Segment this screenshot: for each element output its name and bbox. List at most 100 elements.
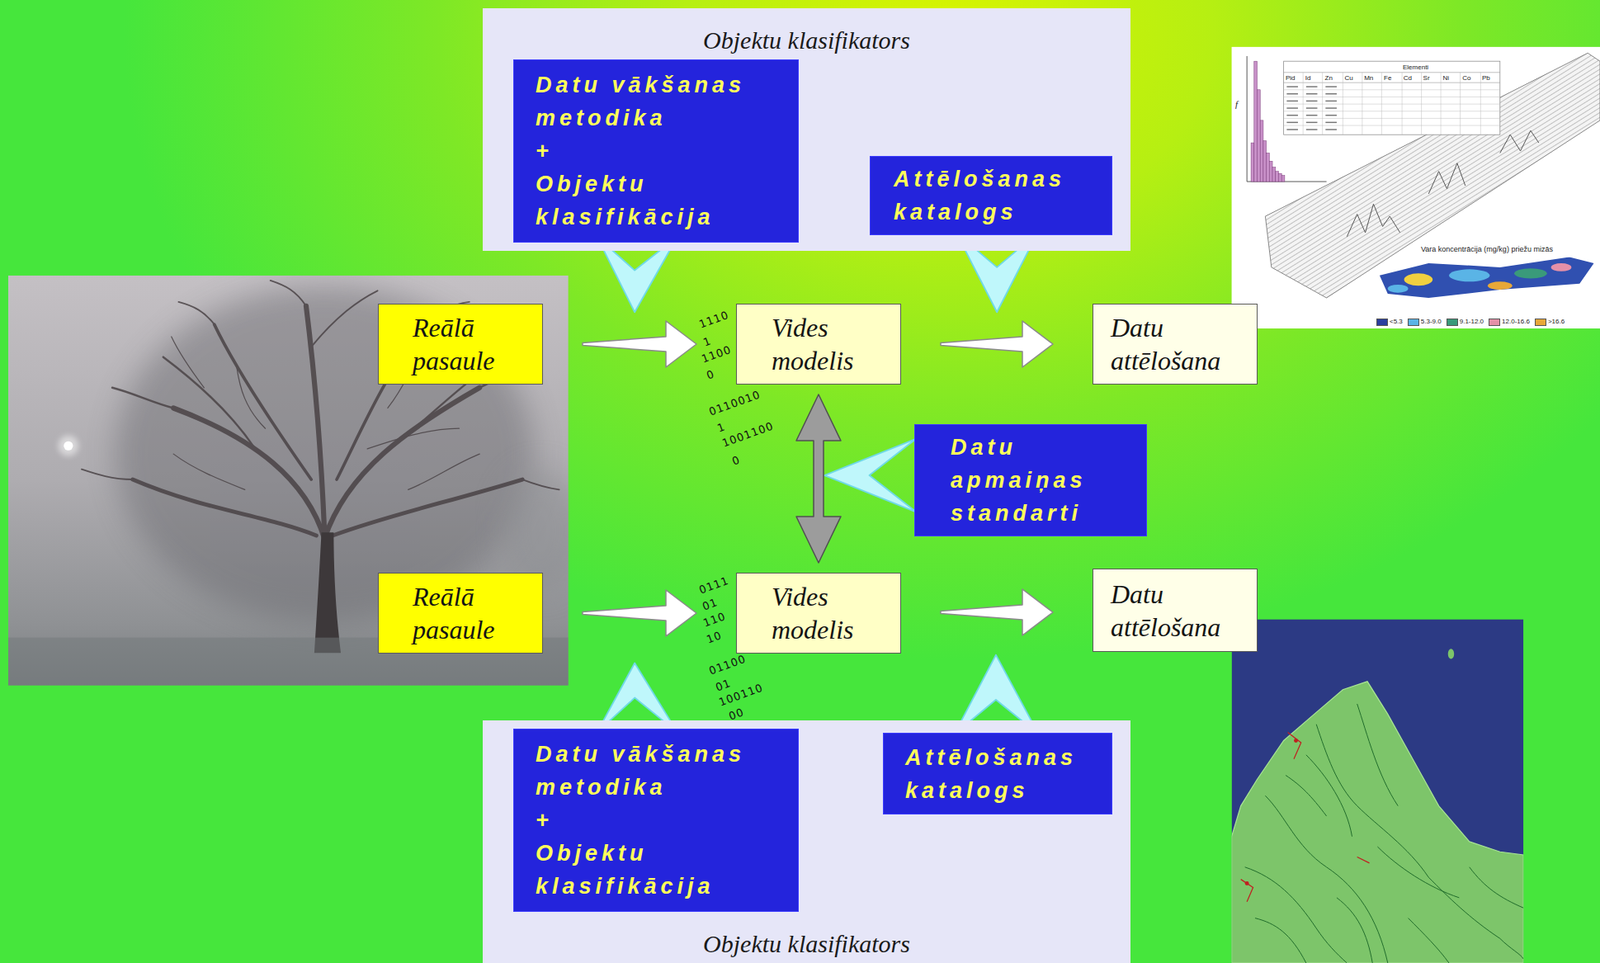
chart-image	[1254, 61, 1258, 182]
legend-item: 12.0-16.6	[1488, 317, 1530, 326]
chart-label: Elementi	[1402, 63, 1429, 72]
chart-image	[1278, 173, 1282, 182]
chart-label: Cu	[1344, 74, 1353, 83]
box-text: Objektu klasifikācija	[535, 167, 792, 234]
classifier-panel: Objektu klasifikatorsDatu vākšanas metod…	[482, 720, 1131, 963]
chart-image	[1306, 114, 1318, 116]
chart-label: Cd	[1403, 74, 1412, 83]
chart-image	[1325, 128, 1337, 130]
chart-image	[1283, 103, 1501, 105]
legend-swatch	[1407, 318, 1420, 326]
chart-label: Sr	[1423, 74, 1431, 83]
chart-image	[1306, 128, 1318, 130]
chart-image	[1381, 72, 1383, 135]
fog-tree-photo	[214, 324, 312, 480]
box-text: Attēlošanas katalogs	[905, 741, 1107, 808]
chart-image	[1257, 89, 1261, 182]
chart-image	[1551, 263, 1572, 272]
chart-image	[1286, 114, 1298, 116]
legend-text: 12.0-16.6	[1501, 317, 1530, 326]
fog-tree-photo	[306, 306, 325, 533]
box-text: Reālā pasaule	[412, 580, 538, 647]
legend-item: 5.3-9.0	[1407, 317, 1442, 326]
binary-digits: 110	[701, 609, 728, 631]
panel-title: Objektu klasifikators	[482, 25, 1131, 56]
chart-image	[1283, 96, 1501, 98]
map-image	[1231, 618, 1525, 963]
legend-item: >16.6	[1534, 317, 1565, 326]
legend-swatch	[1534, 318, 1547, 326]
chart-image	[1346, 203, 1400, 237]
map-image	[1448, 648, 1454, 659]
box-text: Vides modelis	[771, 311, 896, 378]
chart-image	[1487, 281, 1513, 290]
fog-tree-photo	[81, 280, 560, 539]
map-image	[1231, 618, 1525, 963]
chart-image	[1286, 107, 1298, 109]
chart-image	[1420, 72, 1422, 135]
binary-digits: 01	[700, 595, 720, 614]
chart-image	[1514, 268, 1548, 279]
fog-tree-photo	[8, 275, 569, 686]
box-text: Reālā pasaule	[412, 311, 538, 378]
map-image	[1357, 703, 1398, 807]
chart-image	[1283, 125, 1501, 127]
chart-image	[1286, 128, 1298, 130]
chart-image	[1404, 273, 1434, 286]
legend-text: >16.6	[1548, 317, 1565, 326]
chart-image	[1283, 72, 1501, 135]
flow-arrow	[582, 589, 697, 637]
exchange-arrow	[796, 394, 841, 563]
chart-label: Ni	[1442, 74, 1449, 83]
map-image	[1245, 703, 1525, 963]
catalog-box: Attēlošanas katalogs	[869, 155, 1113, 236]
chart-image	[1302, 72, 1304, 135]
fog-tree-photo	[270, 280, 307, 307]
chart-label: Pb	[1482, 74, 1491, 83]
display-box: Datu attēlošana	[1092, 303, 1258, 385]
map-image	[1306, 755, 1353, 837]
world-box: Reālā pasaule	[377, 303, 543, 385]
fog-tree-photo	[236, 367, 266, 429]
fog-tree-photo	[522, 479, 560, 490]
chart-image	[1260, 120, 1264, 182]
chart-image	[1283, 117, 1501, 119]
box-text: Datu attēlošana	[1110, 577, 1252, 644]
chart-image	[1286, 100, 1298, 102]
fog-tree-photo	[324, 387, 480, 539]
chart-label: f	[1235, 99, 1238, 109]
chart-image	[1325, 93, 1337, 95]
map-image	[1245, 881, 1250, 886]
chart-image	[1440, 72, 1442, 135]
legend-item: 9.1-12.0	[1446, 317, 1484, 326]
binary-digits: 1001100	[720, 419, 775, 450]
box-text: Datu attēlošana	[1110, 311, 1252, 378]
binary-digits: 1	[715, 420, 727, 435]
flow-arrow	[582, 320, 697, 368]
chart-label: Fe	[1383, 74, 1392, 83]
fog-tree-photo	[132, 479, 317, 536]
binary-digits: 1	[701, 334, 713, 350]
chart-image	[1428, 163, 1466, 194]
chart-image	[1283, 110, 1501, 112]
fog-tree-photo	[112, 387, 174, 409]
model-box: Vides modelis	[736, 572, 902, 654]
legend-swatch	[1446, 318, 1459, 326]
chart-image	[1401, 72, 1403, 135]
chart-image	[1500, 130, 1539, 153]
chart-image	[1306, 100, 1318, 102]
box-text: Objektu klasifikācija	[535, 836, 792, 903]
chart-label: Zn	[1325, 74, 1333, 83]
chart-image	[1275, 171, 1280, 182]
box-text: Attēlošanas katalogs	[893, 162, 1107, 229]
legend-item: <5.3	[1376, 317, 1403, 326]
chart-image	[1286, 86, 1337, 130]
chart-image	[1266, 152, 1270, 182]
legend-text: <5.3	[1389, 317, 1403, 326]
box-text: +	[535, 803, 792, 837]
standards-box: Datu apmaiņas standarti	[914, 424, 1147, 537]
fog-tree-photo	[171, 336, 205, 388]
flow-arrow	[940, 320, 1053, 368]
